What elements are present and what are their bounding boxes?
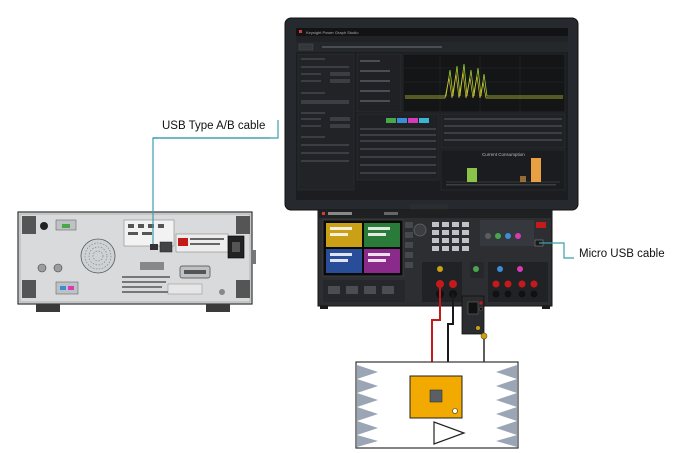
app-title-bar <box>296 28 568 36</box>
current-consumption-chart <box>440 149 566 191</box>
lan-port <box>159 241 173 253</box>
red-lead <box>431 288 441 376</box>
chart-bar-orange <box>531 158 541 182</box>
fan-grille <box>80 238 116 274</box>
waveform-plot <box>402 53 566 113</box>
power-button[interactable] <box>536 222 546 228</box>
app-title: Keysight Power Graph Studio <box>306 30 359 35</box>
monitor: Keysight Power Graph Studio <box>284 17 579 212</box>
dut-chip <box>429 389 443 403</box>
power-analyzer <box>317 209 553 309</box>
micro-usb-cable-label: Micro USB cable <box>579 248 665 260</box>
probe-connector <box>480 332 488 340</box>
dut-board <box>409 375 463 419</box>
usb-ab-cable-label: USB Type A/B cable <box>162 120 266 132</box>
brand-logo-icon <box>322 212 325 215</box>
settings-panel <box>297 53 355 191</box>
amplifier-triangle <box>433 421 466 445</box>
chart-bar-green <box>467 168 477 182</box>
right-absorbers <box>496 365 517 447</box>
measurement-table <box>356 113 440 181</box>
left-absorbers <box>357 365 378 447</box>
black-lead <box>447 294 454 380</box>
probe-module <box>461 295 488 340</box>
rotary-knob[interactable] <box>413 223 427 237</box>
rear-usb-port <box>150 244 158 250</box>
rear-instrument <box>17 211 256 312</box>
waveform-trace-yellow <box>405 71 563 99</box>
micro-usb-cable <box>539 242 574 259</box>
chart-title: Current Consumption <box>482 152 525 157</box>
app-logo-icon <box>299 30 302 33</box>
